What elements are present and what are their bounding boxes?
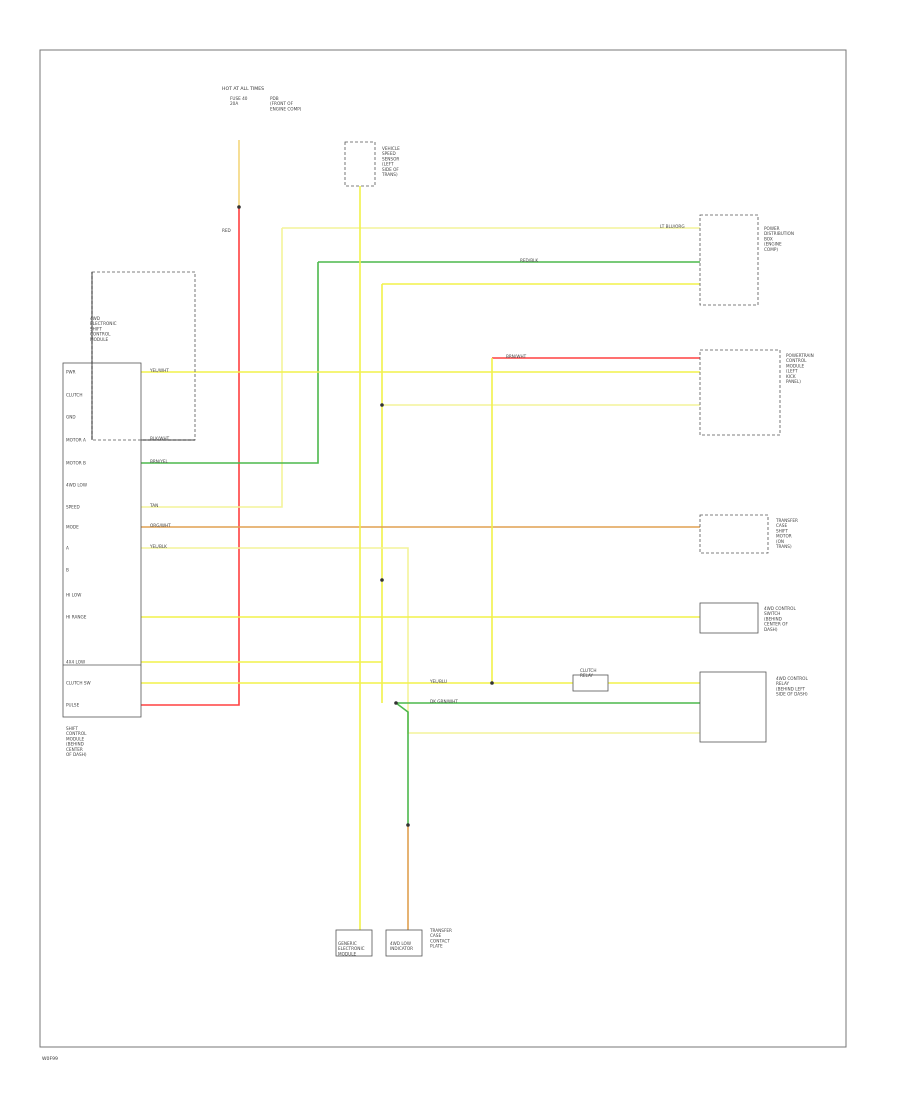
module-pin-label: 4X4 LOW xyxy=(66,660,85,665)
module-pin-label: SPEED xyxy=(66,505,80,510)
bottom-box-1 xyxy=(335,929,373,957)
module-pin-label: MOTOR B xyxy=(66,461,86,466)
module-pin-label: MODE xyxy=(66,525,79,530)
module-pin-label: CLUTCH SW xyxy=(66,681,91,686)
module-pin-label: B xyxy=(66,568,69,573)
wires xyxy=(91,140,700,930)
module-pin-label: MOTOR A xyxy=(66,438,86,443)
mode-sw-box xyxy=(699,671,767,743)
left-module-box xyxy=(62,362,142,718)
clutch-relay-box xyxy=(572,674,609,692)
wire-code-label: BRN/YEL xyxy=(150,459,169,464)
footer-code: W0F99 xyxy=(42,1056,58,1062)
diagram-frame xyxy=(39,49,847,1048)
left-control-box xyxy=(91,271,196,441)
junction-dot xyxy=(380,403,384,407)
module-pin-labels: PWR CLUTCH GND MOTOR A MOTOR B 4WD LOW SPEED MO… xyxy=(66,370,91,708)
junction-dot xyxy=(394,701,398,705)
sensor-box xyxy=(344,141,376,187)
junction-dot xyxy=(237,205,241,209)
module-pin-label: CLUTCH xyxy=(66,393,83,398)
bottom-box-2 xyxy=(385,929,423,957)
module-pin-label: GND xyxy=(66,415,76,420)
junction-dot xyxy=(380,578,384,582)
wire-code-label: BLK/WHT xyxy=(150,436,170,441)
wire-code-label: BRN/WHT xyxy=(506,354,527,359)
wire-yellow_pale xyxy=(141,547,700,734)
pcm-box xyxy=(699,349,781,436)
wire-code-label: YEL/WHT xyxy=(149,368,169,373)
module-pin-label: HI RANGE xyxy=(66,615,87,620)
junction-dot xyxy=(406,823,410,827)
speed-ctl-box xyxy=(699,602,759,634)
pwr-dist-box xyxy=(699,214,759,306)
module-pin-label: 4WD LOW xyxy=(66,483,87,488)
wire-code-labels: YEL/WHT BLK/WHT BRN/YEL TAN ORG/WHT YEL/BLK RE… xyxy=(149,224,685,704)
wire-green xyxy=(141,262,319,464)
wire-code-label: TAN xyxy=(149,503,158,508)
wire-code-label: ORG/WHT xyxy=(150,523,171,528)
hot-label: HOT AT ALL TIMES xyxy=(222,86,264,92)
module-pin-label: A xyxy=(66,546,69,551)
wire-yellow_pale xyxy=(141,228,283,508)
wire-code-label: RED xyxy=(222,228,231,233)
wire-code-label: RED/BLK xyxy=(520,258,538,263)
module-pin-label: PWR xyxy=(66,370,76,375)
wire-green xyxy=(395,702,409,825)
wire-code-label: YEL/BLK xyxy=(149,544,167,549)
wire-code-label: DK GRN/WHT xyxy=(430,699,458,704)
transfer-box xyxy=(699,514,769,554)
wire-red xyxy=(141,140,240,706)
module-pin-label: PULSE xyxy=(66,703,80,708)
junction-dot xyxy=(490,681,494,685)
module-pin-label: HI LOW xyxy=(66,593,81,598)
wire-code-label: YEL/BLU xyxy=(429,679,447,684)
wire-code-label: LT BLU/ORG xyxy=(660,224,685,229)
